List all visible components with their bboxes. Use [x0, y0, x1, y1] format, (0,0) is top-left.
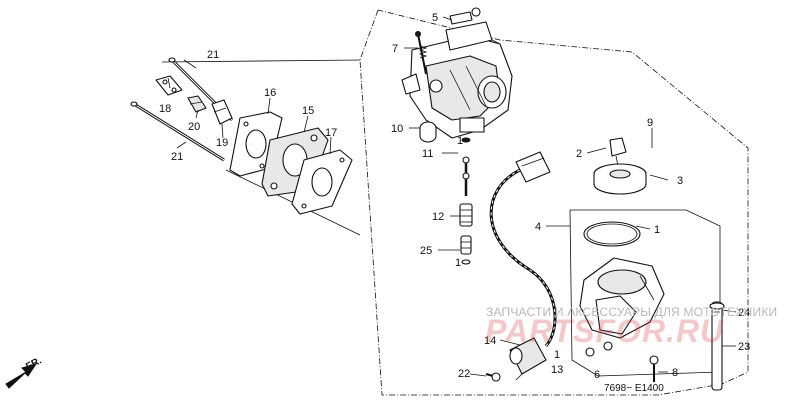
callout-25: 25: [420, 245, 432, 257]
part-3-float: [593, 163, 647, 195]
part-12-jet: [459, 203, 473, 227]
callout-4: 4: [535, 221, 541, 233]
diagram-code: 7698− E1400: [604, 383, 664, 394]
callout-7: 7: [392, 43, 398, 55]
callout-1-bowl: 1: [654, 224, 660, 236]
part-24-clip: [709, 302, 725, 310]
callout-23: 23: [738, 341, 750, 353]
callout-22: 22: [458, 368, 470, 380]
part-14-solenoid: [509, 337, 547, 381]
callout-18: 18: [159, 103, 171, 115]
callout-1-lower: 1: [455, 257, 461, 269]
leader-lines: [167, 16, 737, 377]
carburetor-body: [401, 21, 513, 139]
callout-17: 17: [325, 127, 337, 139]
wire-connector: [515, 151, 551, 183]
watermark-tagline: ЗАПЧАСТИ И АКСЕССУАРЫ ДЛЯ МОТОТЕХНИКИ: [486, 305, 778, 319]
callout-2: 2: [576, 148, 582, 160]
callout-labels: 5 7 10 11 1 12 25 1 9 2 3 4 1 14 1 13 22…: [159, 12, 750, 381]
callout-8: 8: [672, 367, 678, 379]
callout-1-upper: 1: [457, 135, 463, 147]
part-1-oring-bowl: [583, 221, 641, 247]
callout-15: 15: [302, 105, 314, 117]
part-19-joint: [211, 99, 233, 125]
callout-14: 14: [484, 335, 496, 347]
callout-6: 6: [594, 369, 600, 381]
callout-5: 5: [432, 12, 438, 24]
callout-3: 3: [677, 175, 683, 187]
callout-1-solenoid: 1: [554, 349, 560, 361]
part-10-cap: [419, 121, 437, 143]
front-direction-label: FR.: [24, 355, 44, 372]
callout-16: 16: [264, 87, 276, 99]
part-17-gasket: [291, 149, 353, 215]
callout-21-upper: 21: [207, 49, 219, 61]
part-11-needle: [461, 137, 471, 196]
part-25-jet: [460, 235, 472, 265]
part-2-float-pin: [609, 137, 627, 167]
callout-11: 11: [422, 148, 433, 160]
callout-9: 9: [647, 117, 653, 129]
watermark-logo: PARTSFOR.RU: [485, 313, 725, 349]
callout-21-lower: 21: [171, 151, 183, 163]
part-20-nipple: [187, 95, 207, 113]
part-8-screw: [649, 355, 659, 382]
part-7-screw-spring: [415, 31, 428, 75]
part-5-screw: [449, 7, 481, 25]
wire-harness: [489, 168, 557, 347]
stud-bolt-lower: [130, 101, 225, 162]
front-direction-arrow: FR.: [5, 355, 44, 389]
assembly-boundary: [359, 9, 749, 396]
part-6-washer: [585, 341, 613, 357]
part-22-screw: [485, 372, 501, 382]
callout-12: 12: [432, 211, 444, 223]
callout-10: 10: [391, 123, 403, 135]
callout-20: 20: [188, 121, 200, 133]
callout-19: 19: [216, 137, 228, 149]
callout-13: 13: [551, 364, 563, 376]
part-18-bracket: [155, 75, 183, 96]
float-bowl: [579, 257, 665, 339]
callout-24: 24: [738, 307, 750, 319]
